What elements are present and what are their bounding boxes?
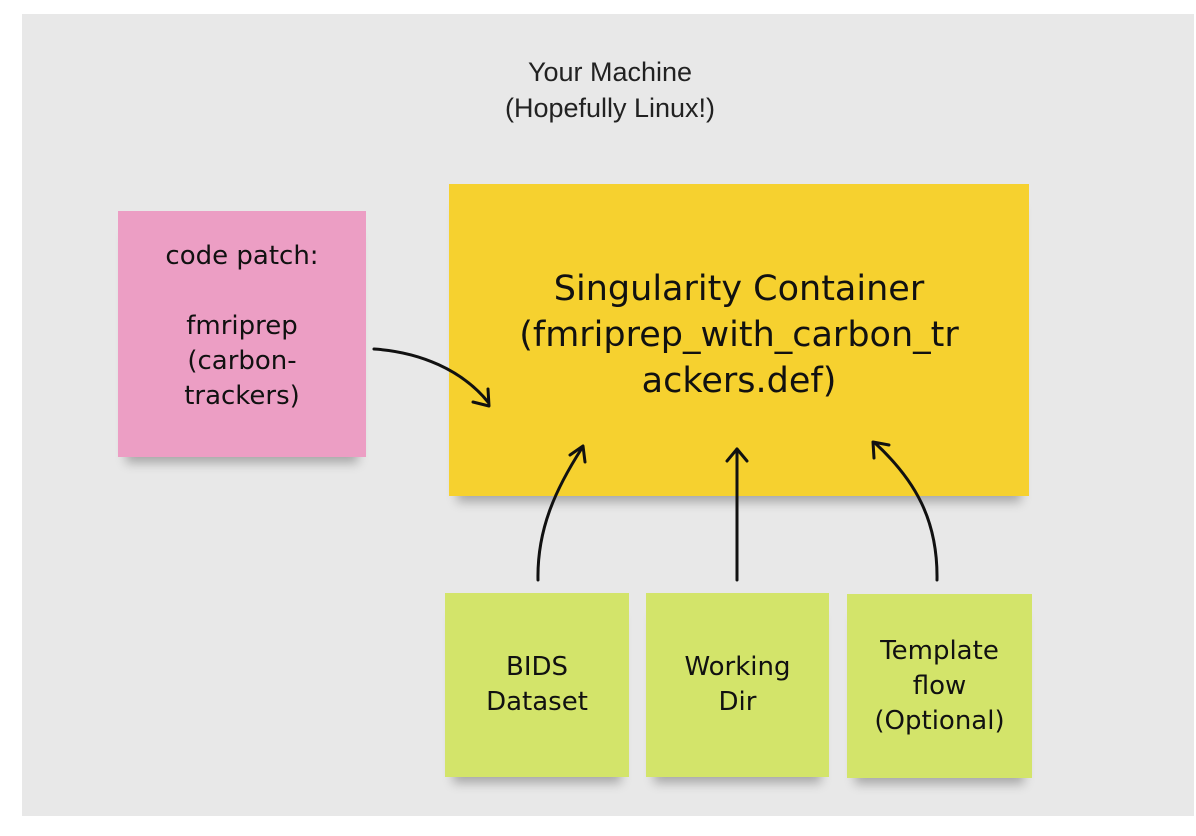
flow-label: flow [912,670,967,701]
container-def-part2: ackers.def) [641,361,837,401]
working-dir-note[interactable]: Working Dir [646,593,829,777]
arrow-working-to-container[interactable] [725,447,749,582]
code-patch-label: code patch: [165,241,319,271]
arrow-templateflow-to-container[interactable] [871,440,939,582]
arrow-code-patch-to-container[interactable] [372,347,491,408]
code-patch-note[interactable]: code patch: fmriprep (carbon- trackers) [118,211,366,457]
container-def-part1: (fmriprep_with_carbon_tr [519,315,959,355]
arrow-bids-to-container[interactable] [536,444,587,582]
bids-dataset-note[interactable]: BIDS Dataset [445,593,629,777]
frame-title-line-1: Your Machine [527,57,693,87]
template-label: Template [880,635,999,666]
code-patch-fmriprep: fmriprep [186,311,298,341]
code-patch-carbon: (carbon- [187,346,297,376]
singularity-container-note[interactable]: Singularity Container (fmriprep_with_car… [449,184,1029,496]
dir-label: Dir [718,687,757,717]
bids-label: BIDS [505,652,569,682]
optional-label: (Optional) [874,705,1005,736]
code-patch-trackers: trackers) [184,381,300,411]
frame-title-line-2: (Hopefully Linux!) [504,93,716,123]
working-label: Working [684,652,791,682]
dataset-label: Dataset [486,687,588,717]
container-title: Singularity Container [553,269,925,309]
templateflow-note[interactable]: Template flow (Optional) [847,594,1032,778]
